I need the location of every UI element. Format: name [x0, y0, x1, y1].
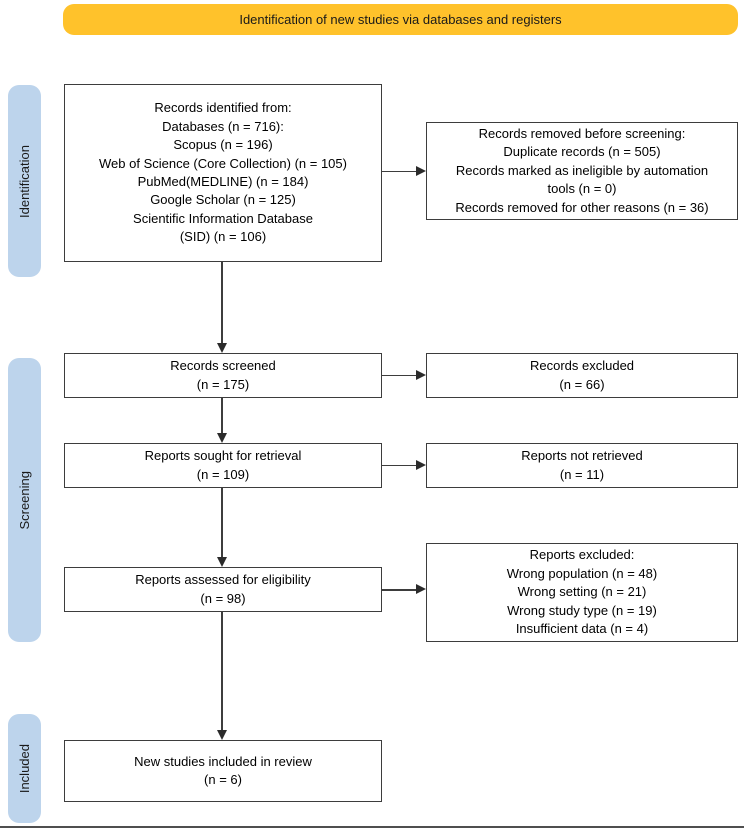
records-excluded-line: (n = 66) [559, 376, 605, 392]
box-reports-sought: Reports sought for retrieval (n = 109) [64, 443, 382, 488]
arrow-assessed-to-excluded [382, 589, 418, 591]
reports-excluded-line: Wrong population (n = 48) [506, 565, 658, 581]
box-records-identified: Records identified from: Databases (n = … [64, 84, 382, 262]
reports-sought-line: Reports sought for retrieval [144, 448, 302, 464]
stage-label-identification: Identification [17, 144, 32, 218]
arrowhead-down-icon [216, 343, 227, 353]
records-identified-line: Records identified from: [154, 100, 292, 116]
stage-bar-identification: Identification [8, 85, 41, 277]
reports-excluded-line: Insufficient data (n = 4) [515, 621, 649, 637]
box-records-screened: Records screened (n = 175) [64, 353, 382, 398]
stage-bar-screening: Screening [8, 358, 41, 642]
figure-bottom-border [0, 826, 744, 828]
records-removed-line: Records marked as ineligible by automati… [455, 162, 709, 178]
records-screened-line: (n = 175) [196, 376, 250, 392]
reports-excluded-line: Wrong study type (n = 19) [507, 602, 657, 618]
box-reports-assessed: Reports assessed for eligibility (n = 98… [64, 567, 382, 612]
arrow-sought-to-assessed [221, 488, 223, 558]
reports-excluded-line: Wrong setting (n = 21) [517, 584, 647, 600]
arrowhead-down-icon [216, 557, 227, 567]
stage-bar-included: Included [8, 714, 41, 823]
banner-title: Identification of new studies via databa… [63, 4, 738, 35]
arrowhead-right-icon [416, 165, 426, 176]
box-records-excluded: Records excluded (n = 66) [426, 353, 738, 398]
records-identified-line: Scientific Information Database [133, 210, 313, 226]
reports-assessed-line: (n = 98) [200, 590, 246, 606]
new-studies-line: (n = 6) [204, 772, 242, 787]
stage-label-screening: Screening [17, 470, 32, 530]
reports-sought-line: (n = 109) [196, 466, 250, 482]
reports-assessed-line: Reports assessed for eligibility [135, 572, 311, 588]
banner-title-label: Identification of new studies via databa… [239, 12, 562, 27]
records-screened-line: Records screened [170, 358, 276, 374]
arrowhead-right-icon [416, 460, 426, 470]
reports-not-retrieved-line: Reports not retrieved [521, 448, 643, 464]
records-identified-line: Web of Science (Core Collection) (n = 10… [99, 155, 347, 171]
reports-excluded-line: Reports excluded: [529, 547, 635, 563]
box-reports-excluded: Reports excluded: Wrong population (n = … [426, 543, 738, 642]
arrowhead-right-icon [416, 370, 426, 380]
box-records-removed: Records removed before screening: Duplic… [426, 122, 738, 220]
arrow-screened-to-sought [221, 398, 223, 434]
records-identified-line: Databases (n = 716): [162, 118, 284, 134]
box-new-studies-included: New studies included in review (n = 6) [64, 740, 382, 802]
records-identified-line: (SID) (n = 106) [179, 229, 267, 245]
records-identified-line: Scopus (n = 196) [173, 137, 273, 153]
arrow-sought-to-not-retrieved [382, 464, 418, 467]
reports-not-retrieved-line: (n = 11) [559, 466, 605, 482]
records-identified-line: Google Scholar (n = 125) [150, 192, 296, 208]
arrowhead-down-icon [216, 730, 227, 740]
arrow-identified-to-screened [221, 262, 223, 344]
records-identified-line: PubMed(MEDLINE) (n = 184) [137, 174, 309, 189]
arrow-identified-to-removed [382, 170, 418, 172]
arrowhead-down-icon [216, 433, 227, 443]
arrow-screened-to-excluded [382, 374, 418, 377]
records-removed-line: tools (n = 0) [547, 181, 617, 197]
records-excluded-line: Records excluded [529, 358, 635, 374]
arrowhead-right-icon [416, 584, 426, 595]
records-removed-line: Records removed for other reasons (n = 3… [455, 199, 709, 215]
stage-label-included: Included [17, 743, 32, 794]
new-studies-line: New studies included in review [134, 753, 312, 769]
records-removed-line: Records removed before screening: [478, 125, 686, 141]
arrow-assessed-to-included [221, 612, 223, 731]
records-removed-line: Duplicate records (n = 505) [503, 144, 661, 160]
box-reports-not-retrieved: Reports not retrieved (n = 11) [426, 443, 738, 488]
